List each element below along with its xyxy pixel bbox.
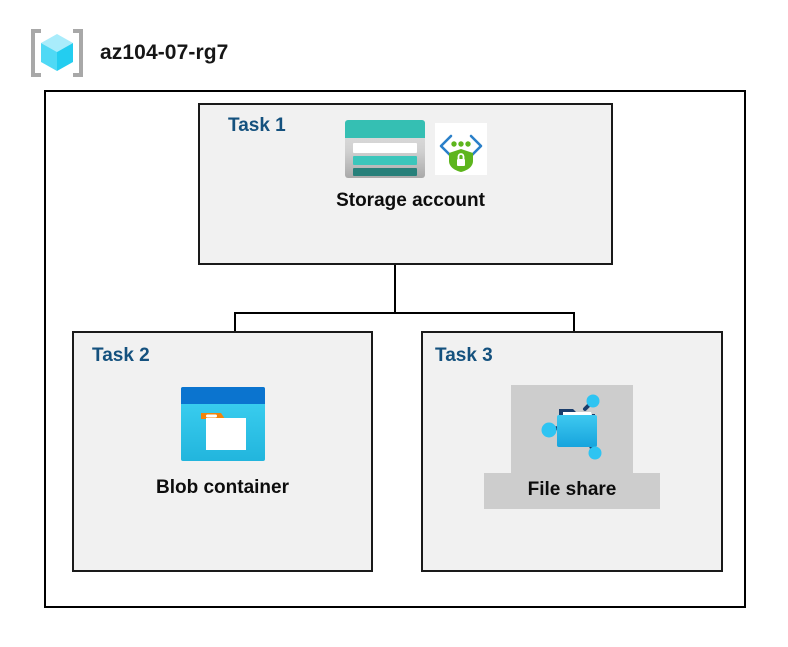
storage-account-node[interactable]: Storage account [198, 118, 613, 212]
resource-group-name: az104-07-rg7 [100, 41, 229, 64]
connector-horizontal-bus [234, 312, 575, 314]
blob-container-icon [179, 385, 267, 463]
file-share-icon-backdrop [511, 385, 633, 473]
file-share-node[interactable]: File share [421, 385, 723, 509]
file-share-icon [533, 389, 611, 467]
resource-group-header: az104-07-rg7 [28, 26, 228, 80]
storage-account-icon-row [343, 118, 487, 180]
blob-container-node[interactable]: Blob container [72, 385, 373, 499]
task-1-label: Task 1 [228, 115, 286, 136]
blob-container-caption: Blob container [155, 477, 289, 498]
file-share-caption: File share [527, 479, 617, 500]
storage-account-caption: Storage account [336, 190, 485, 211]
storage-account-icon [343, 118, 427, 180]
file-share-caption-backdrop: File share [483, 473, 661, 509]
task-3-label: Task 3 [435, 345, 493, 366]
task-2-label: Task 2 [92, 345, 150, 366]
secure-private-link-icon [434, 123, 487, 175]
connector-storage-trunk [394, 265, 396, 314]
resource-group-cube-icon [28, 26, 86, 80]
